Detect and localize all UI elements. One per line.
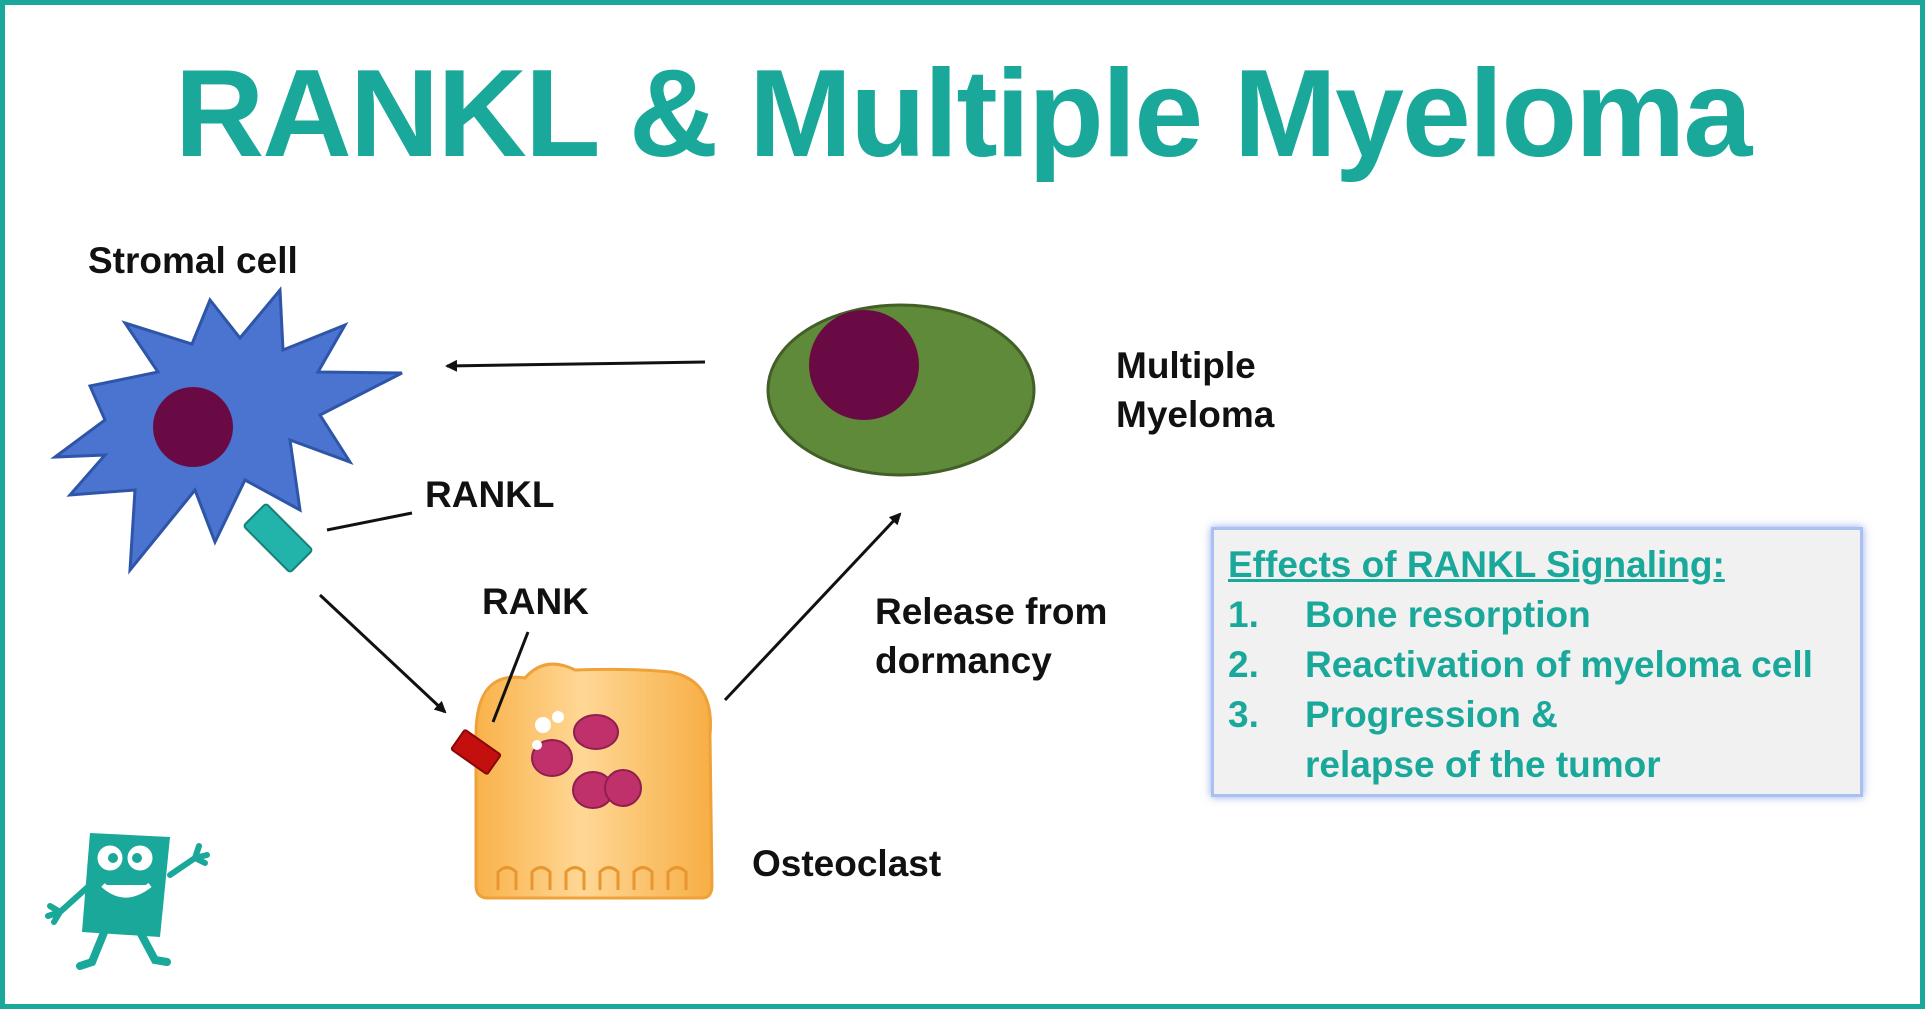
label-multiple-myeloma: Multiple Myeloma (1116, 345, 1275, 435)
osteoclast-nucleus-4 (604, 769, 642, 807)
osteoclast-nucleus-2 (531, 739, 573, 777)
effects-box: Effects of RANKL Signaling: 1. Bone reso… (1211, 527, 1863, 797)
effect-item: 1. Bone resorption (1228, 590, 1846, 640)
osteoclast-cell (474, 662, 714, 900)
osteoclast-ruffled-border (496, 866, 688, 890)
label-release-from-dormancy: Release from dormancy (875, 591, 1108, 681)
slide-title: RANKL & Multiple Myeloma (174, 45, 1753, 183)
arrow-stromal-to-osteoclast (318, 593, 447, 714)
effect-item: 3. Progression & relapse of the tumor (1228, 690, 1846, 790)
effects-title: Effects of RANKL Signaling: (1228, 544, 1725, 585)
arrow-myeloma-to-stromal (445, 359, 706, 372)
stromal-cell-nucleus (153, 387, 233, 467)
osteoclast-vesicle-2 (552, 711, 564, 723)
osteoclast-vesicle-3 (532, 740, 542, 750)
effect-text: Bone resorption (1305, 593, 1591, 635)
effect-number: 3. (1228, 693, 1259, 735)
arrow-osteoclast-to-myeloma (723, 512, 902, 702)
rank-callout-line (491, 631, 530, 723)
mascot-logo-icon (45, 833, 210, 970)
effect-number: 1. (1228, 593, 1259, 635)
rankl-receptor (243, 503, 313, 573)
label-stromal-cell: Stromal cell (88, 240, 298, 281)
label-osteoclast: Osteoclast (752, 843, 942, 884)
label-rankl: RANKL (425, 474, 555, 515)
effect-text: Progression & relapse of the tumor (1305, 693, 1661, 785)
label-rank: RANK (482, 581, 589, 622)
osteoclast-vesicle-1 (535, 717, 551, 733)
effect-text: Reactivation of myeloma cell (1305, 643, 1813, 685)
myeloma-cell-nucleus (809, 310, 919, 420)
stromal-cell (50, 286, 403, 575)
myeloma-cell (766, 303, 1036, 477)
rank-receptor (450, 729, 502, 775)
effect-number: 2. (1228, 643, 1259, 685)
effect-item: 2. Reactivation of myeloma cell (1228, 640, 1846, 690)
rankl-callout-line (326, 511, 413, 532)
osteoclast-nucleus-1 (573, 714, 619, 750)
